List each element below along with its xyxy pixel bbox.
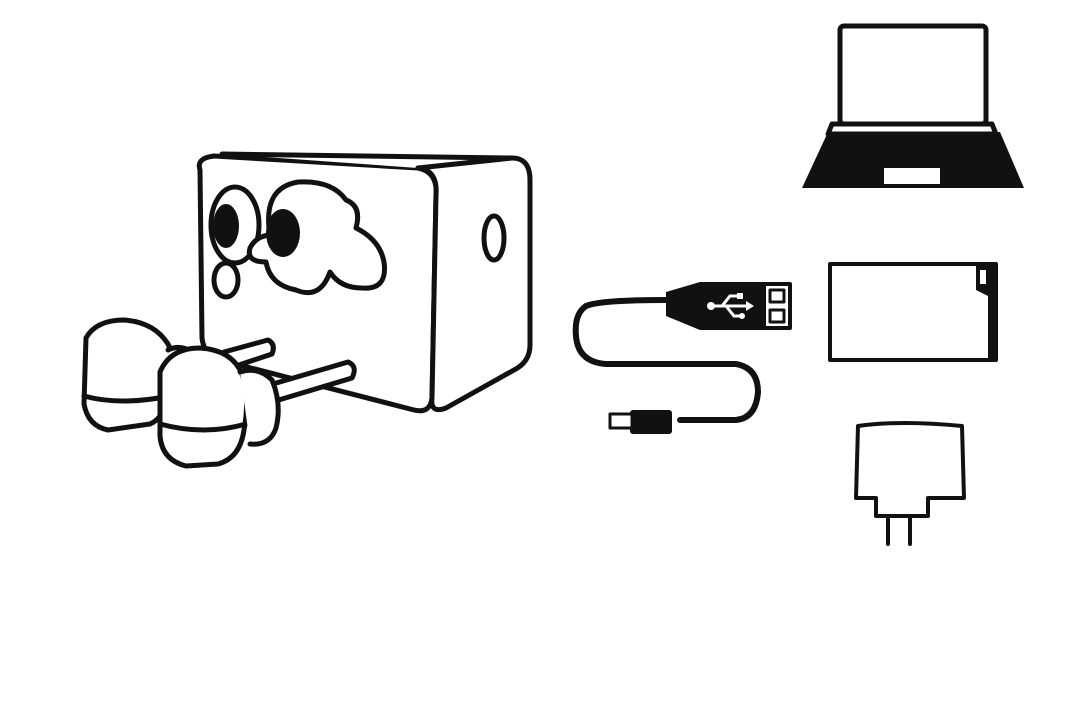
wall-charger-icon <box>854 421 966 546</box>
earbud-right-icon <box>157 345 281 469</box>
speaker-device-icon <box>81 151 533 469</box>
usb-symbol-icon <box>707 293 754 319</box>
usb-cable-icon <box>572 282 792 434</box>
laptop-icon <box>802 23 1024 188</box>
memory-card-icon <box>828 262 998 362</box>
